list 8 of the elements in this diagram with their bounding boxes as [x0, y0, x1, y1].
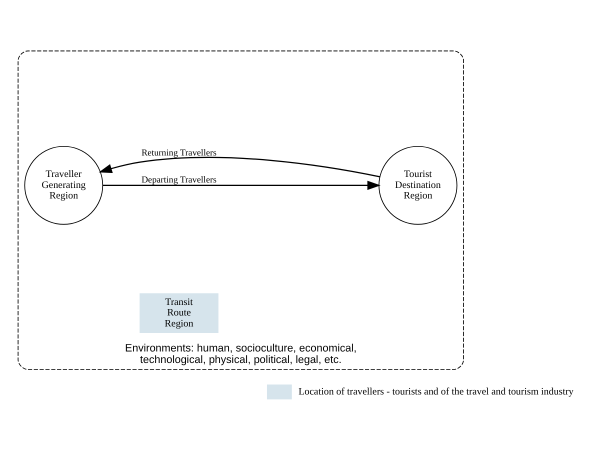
node-circle: Tourist Destination Region	[378, 146, 458, 225]
arrow	[102, 180, 381, 190]
arrow	[98, 156, 380, 178]
edge-label: Returning Travellers	[141, 147, 217, 158]
legend-label: Location of travellers - tourists and of the travel and tourism industry	[298, 386, 574, 398]
node-box: Transit Route Region	[140, 293, 218, 334]
node-circle: Traveller Generating Region	[24, 146, 104, 225]
edge-label: Departing Travellers	[141, 174, 217, 185]
